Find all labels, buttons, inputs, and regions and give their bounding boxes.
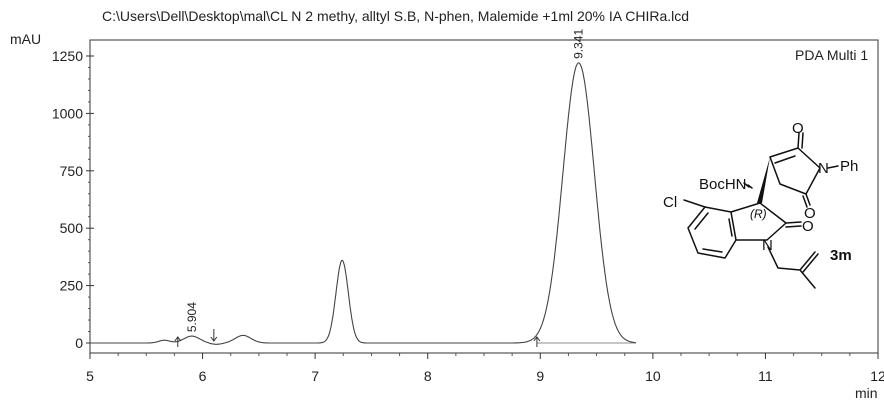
atom-o-lactam: O — [802, 218, 814, 235]
chart-title: C:\Users\Dell\Desktop\mal\CL N 2 methy, … — [102, 8, 690, 24]
benzo-double-2 — [702, 248, 723, 253]
chlorine-label: Cl — [663, 194, 677, 211]
y-tick-label: 1000 — [52, 105, 83, 121]
carbonyl-right — [805, 193, 811, 206]
y-tick-label: 250 — [60, 278, 84, 294]
n-ph-bond — [827, 165, 839, 169]
oxindole-ring — [730, 202, 787, 241]
chromatogram-trace — [90, 62, 636, 345]
phenyl-label: Ph — [840, 158, 858, 175]
maleimide-ring — [769, 147, 821, 195]
y-tick-label: 500 — [60, 220, 84, 236]
compound-label: 3m — [830, 247, 852, 264]
carbonyl-top-2 — [801, 132, 804, 149]
lactam-carbonyl — [785, 221, 802, 224]
y-tick-label: 0 — [75, 335, 83, 351]
x-tick-label: 8 — [424, 368, 432, 384]
peak-labels: 5.904 9.341 — [185, 29, 586, 333]
chemical-structure: O N Ph O BocHN (R) Cl O N 3m — [663, 120, 858, 289]
peak-rt-label: 5.904 — [185, 302, 199, 332]
wedge-bond — [757, 157, 770, 203]
bochn-label: BocHN — [699, 176, 747, 193]
axes: 0 250 500 750 1000 1250 5 6 7 8 9 10 11 12 — [52, 39, 884, 384]
stereo-label: (R) — [750, 207, 767, 221]
benzo-double-1 — [694, 212, 709, 230]
x-tick-label: 11 — [758, 368, 773, 384]
atom-n-indole: N — [762, 237, 773, 254]
x-tick-label: 6 — [199, 368, 207, 384]
x-tick-label: 12 — [870, 368, 884, 384]
trace-label: PDA Multi 1 — [795, 47, 869, 63]
carbonyl-right-2 — [802, 195, 808, 208]
methallyl-chain — [767, 246, 816, 289]
cl-bond — [683, 199, 706, 208]
lactam-carbonyl-2 — [785, 225, 802, 228]
benzo-double-3 — [728, 218, 733, 237]
trace-group — [90, 62, 636, 345]
peak-rt-label: 9.341 — [572, 29, 586, 59]
y-axis-unit: mAU — [10, 31, 42, 47]
integration-markers — [174, 329, 541, 347]
x-tick-label: 7 — [311, 368, 319, 384]
integration-start-arrow — [174, 336, 182, 342]
x-axis-unit: min — [855, 385, 878, 401]
integration-end-arrow — [210, 336, 218, 342]
hashed-bond — [743, 182, 753, 189]
atom-o-right: O — [804, 205, 816, 222]
atom-n-ring: N — [818, 160, 829, 177]
x-tick-label: 9 — [536, 368, 544, 384]
atom-o-top: O — [792, 120, 804, 137]
y-tick-label: 750 — [60, 163, 84, 179]
y-tick-label: 1250 — [52, 48, 83, 64]
maleimide-double-bond — [774, 155, 796, 164]
x-tick-label: 5 — [86, 368, 94, 384]
integration-start-arrow — [533, 336, 541, 342]
x-tick-label: 10 — [645, 368, 661, 384]
methallyl-double — [802, 253, 819, 273]
carbonyl-top — [797, 132, 800, 149]
benzo-ring — [687, 206, 737, 259]
